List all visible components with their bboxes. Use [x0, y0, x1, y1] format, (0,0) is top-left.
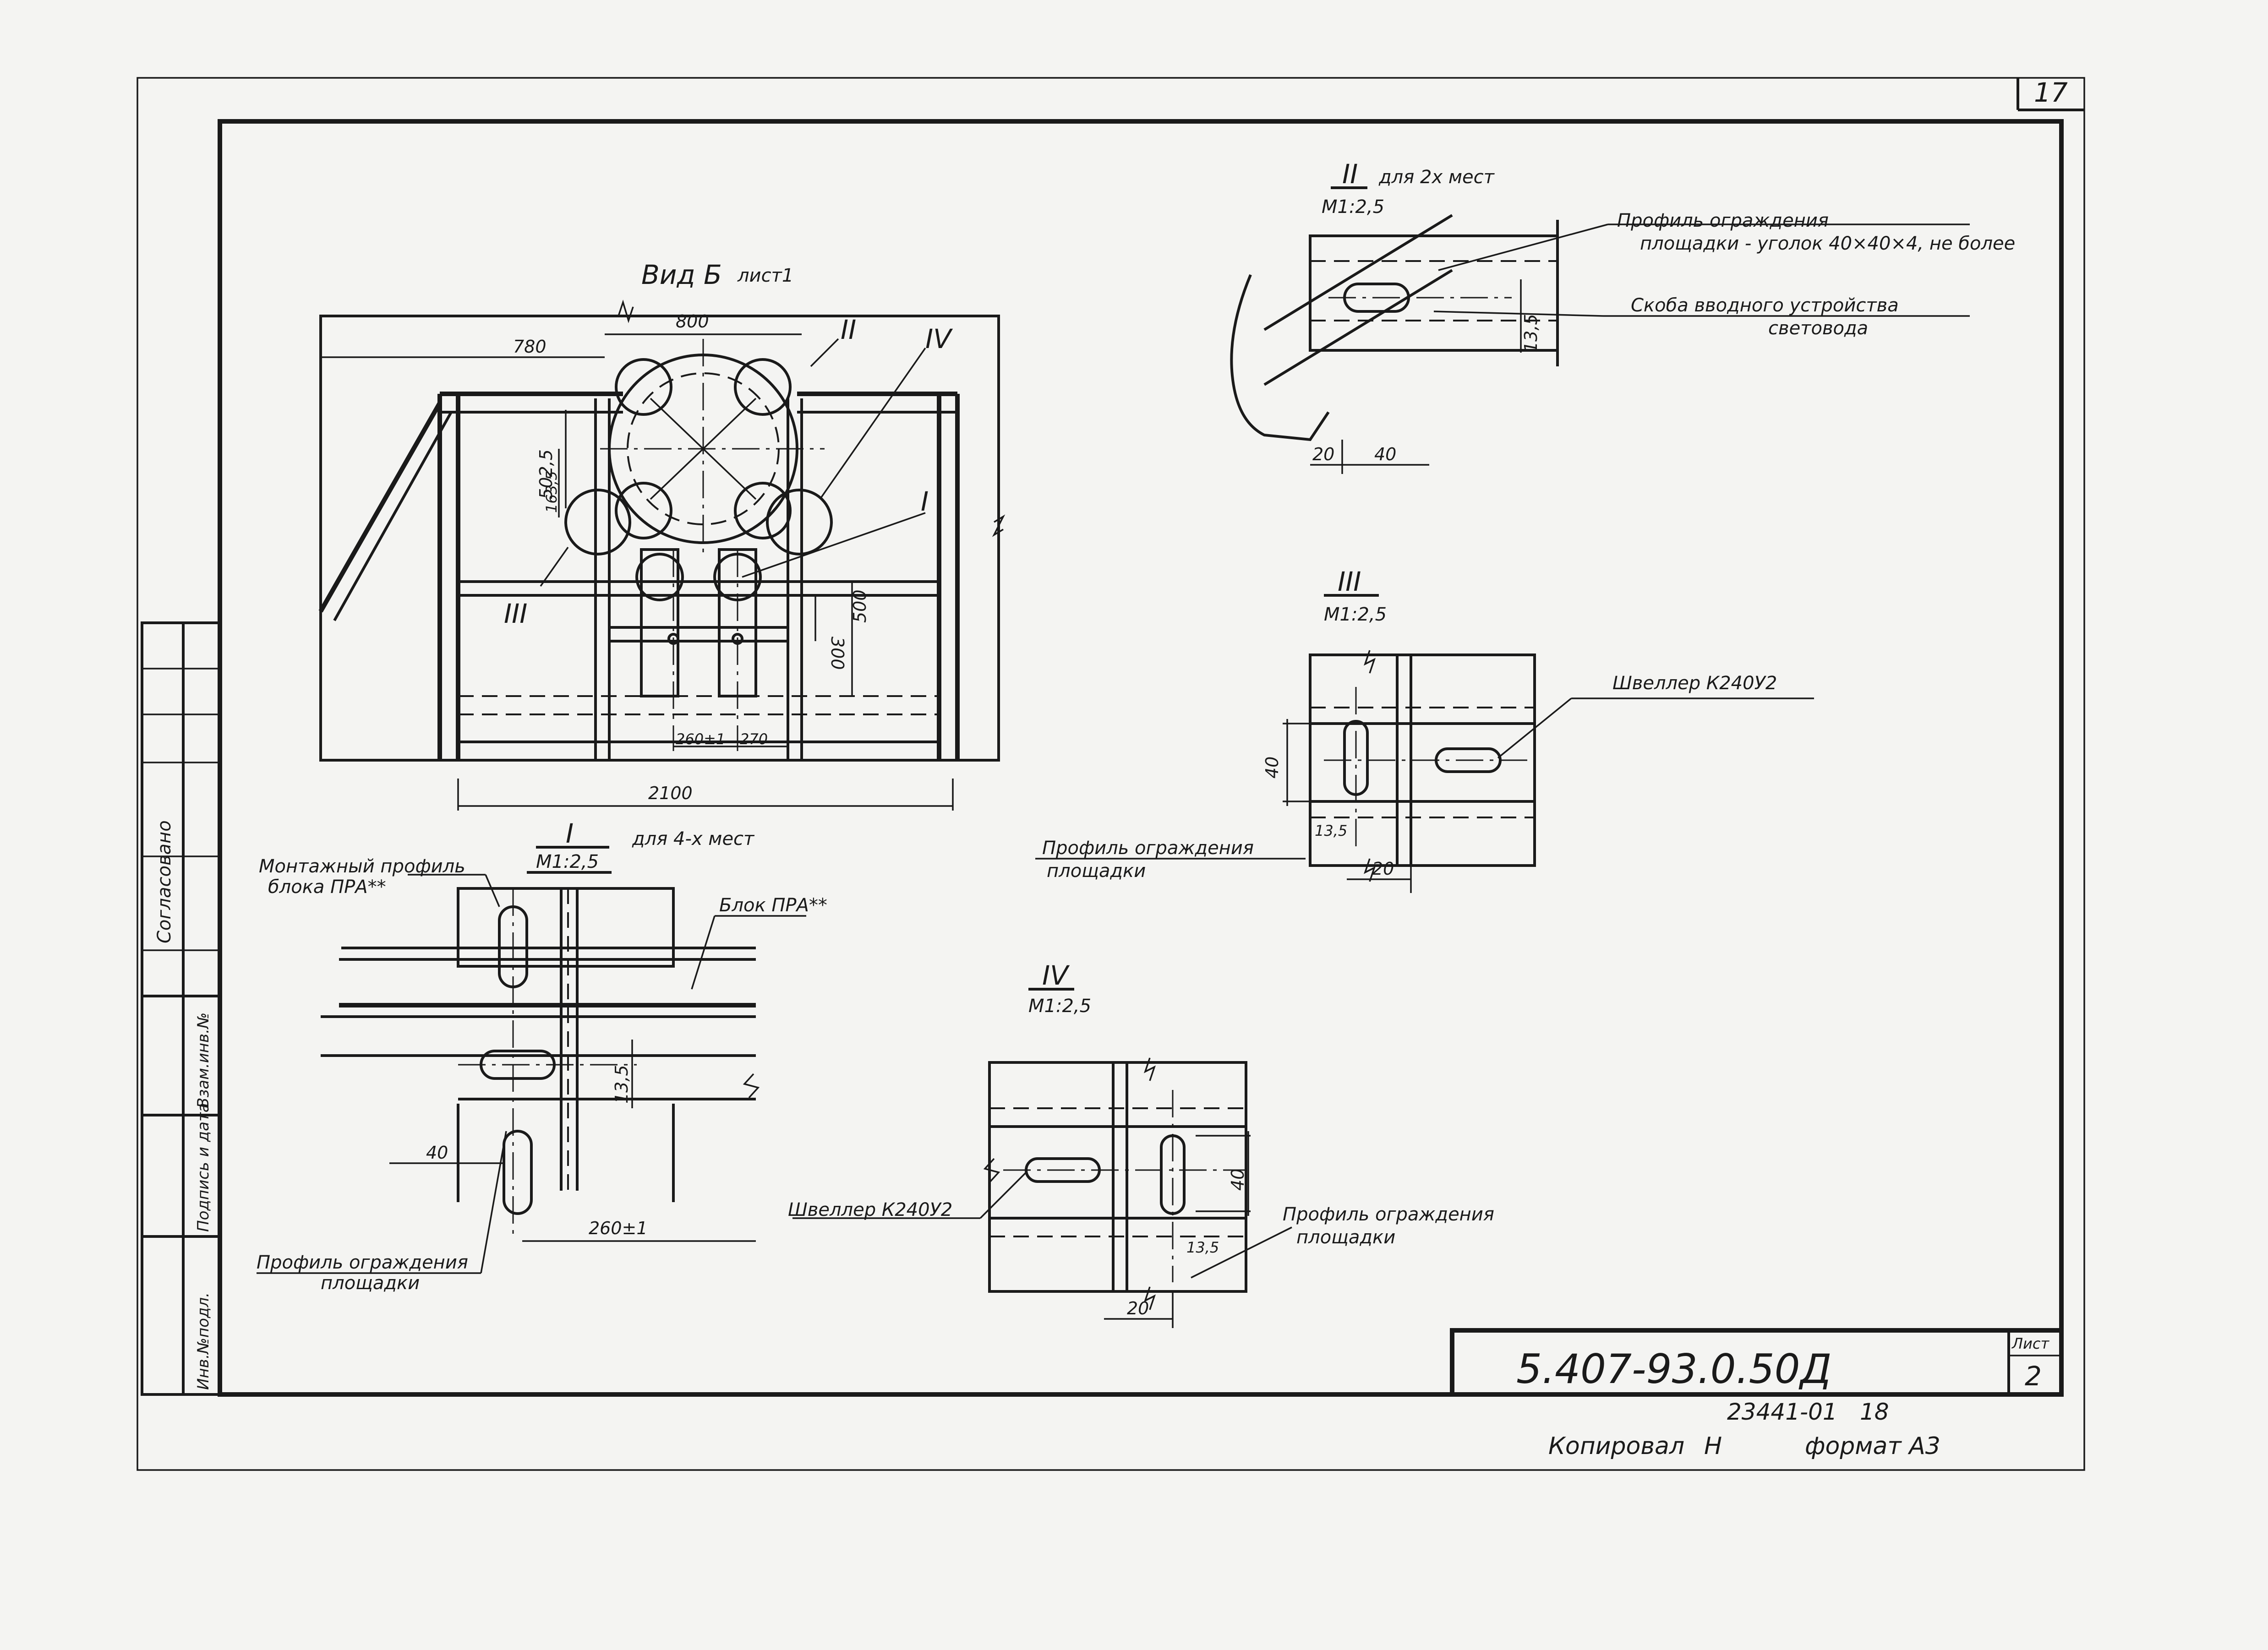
detail-IV-channel-label: Швеллер К240У2 — [788, 1199, 952, 1220]
side-stamp — [141, 621, 221, 1396]
detail-IV-dim-20: 20 — [1127, 1298, 1149, 1318]
detail-IV-scale: М1:2,5 — [1028, 996, 1091, 1017]
detail-I-scale: М1:2,5 — [536, 851, 599, 872]
detail-IV-profile-label-1: Профиль ограждения — [1283, 1204, 1494, 1225]
detail-IV-profile-label-2: площадки — [1296, 1227, 1395, 1248]
detail-IV-drawing — [792, 1057, 1292, 1328]
stamp-sign-date: Подпись и дата — [194, 1103, 213, 1232]
view-b-title: Вид Б — [641, 259, 722, 290]
sheet-number: 2 — [2025, 1361, 2042, 1392]
dim-502: 502,5 — [536, 449, 556, 499]
detail-III-dim-135: 13,5 — [1315, 822, 1347, 839]
detail-III-title: III — [1338, 566, 1361, 597]
page-number: 17 — [2034, 77, 2068, 108]
detail-II-dim-20: 20 — [1312, 444, 1334, 464]
stamp-agreed: Согласовано — [154, 820, 175, 943]
detail-II-dim-40: 40 — [1374, 444, 1396, 464]
detail-III-dim-20: 20 — [1372, 859, 1394, 879]
detail-III-drawing — [1035, 650, 1814, 893]
detail-III-dim-40: 40 — [1262, 757, 1282, 779]
dim-163: 163,5 — [543, 471, 560, 513]
detail-II-title: II — [1342, 158, 1358, 190]
footer-copied: Копировал — [1548, 1432, 1684, 1460]
dim-780: 780 — [513, 337, 547, 357]
footer-format: формат А3 — [1805, 1432, 1940, 1460]
detail-I-drawing — [257, 871, 806, 1274]
detail-I-block-label: Блок ПРА** — [719, 895, 827, 916]
dim-270: 270 — [740, 730, 768, 748]
stamp-replaces: Взам.инв.№ — [194, 1013, 213, 1108]
footer-copied-sign: Н — [1704, 1432, 1722, 1460]
detail-I-mount-label-2: блока ПРА** — [268, 877, 386, 898]
detail-I-dim-135: 13,5 — [612, 1065, 632, 1104]
detail-II-scale: М1:2,5 — [1322, 196, 1384, 218]
detail-II-bracket-label-1: Скоба вводного устройства — [1631, 295, 1899, 316]
detail-II-profile-label-2: площадки - уголок 40×40×4, не более — [1640, 233, 2015, 254]
detail-I-dim-40: 40 — [426, 1143, 448, 1163]
detail-II-places: для 2х мест — [1378, 167, 1495, 188]
detail-II-bracket-label-2: световода — [1768, 318, 1868, 339]
detail-I-title: I — [566, 818, 574, 849]
detail-I-profile-label-2: площадки — [321, 1273, 420, 1294]
doc-code: 5.407-93.0.50Д — [1516, 1345, 1831, 1393]
callout-IV: IV — [925, 323, 953, 354]
sheet-label: Лист — [2011, 1335, 2049, 1352]
detail-IV-dim-40: 40 — [1228, 1169, 1248, 1191]
callout-I: I — [921, 486, 929, 517]
detail-II-dim-135: 13,5 — [1521, 314, 1541, 353]
detail-III-channel-label: Швеллер К240У2 — [1612, 673, 1777, 694]
stamp-inv-original: Инв.№подл. — [194, 1292, 213, 1390]
detail-I-mount-label-1: Монтажный профиль — [259, 856, 465, 877]
detail-III-profile-label-1: Профиль ограждения — [1042, 838, 1254, 859]
title-block — [1450, 1328, 2064, 1397]
dim-260: 260±1 — [676, 730, 725, 748]
dim-800: 800 — [676, 311, 709, 332]
dim-2100: 2100 — [648, 783, 693, 803]
callout-III: III — [504, 598, 527, 629]
callout-II: II — [841, 314, 856, 345]
detail-IV-dim-135: 13,5 — [1186, 1239, 1219, 1256]
detail-I-dim-260: 260±1 — [589, 1218, 648, 1238]
archive-number: 23441-01 — [1727, 1399, 1837, 1425]
view-b-drawing — [318, 300, 1006, 811]
detail-I-places: для 4-х мест — [632, 828, 755, 850]
detail-IV-title: IV — [1042, 960, 1070, 991]
detail-I-profile-label-1: Профиль ограждения — [257, 1252, 468, 1273]
detail-III-profile-label-2: площадки — [1047, 860, 1146, 882]
archive-page: 18 — [1860, 1399, 1889, 1425]
dim-300: 300 — [827, 637, 847, 670]
view-b-ref: лист1 — [737, 265, 793, 286]
dim-500: 500 — [850, 589, 870, 623]
detail-II-profile-label-1: Профиль ограждения — [1617, 210, 1829, 231]
detail-III-scale: М1:2,5 — [1324, 604, 1387, 625]
detail-II-drawing — [1230, 214, 1970, 474]
